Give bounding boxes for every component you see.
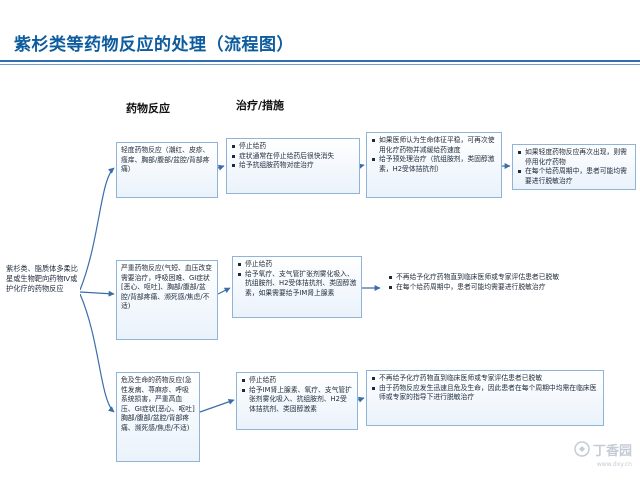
mild-step1-box: 停止给药 症状通常在停止给药后很快消失 给予抗组胺药物对症治疗 [226,138,360,194]
list-item: 不再给予化疗药物直到临床医师或专家评估患者已脱敏 [371,374,599,384]
watermark: 丁香园 www.dxy.cn [574,440,632,468]
dxy-logo-icon [574,441,590,461]
column-header-treatment: 治疗/措施 [236,99,285,112]
life-threatening-reaction-box: 危及生命的药物反应(急性发病、荨麻疹、呼吸系统损害，严重高血压、GI症状[恶心、… [116,372,200,462]
arrow-mild-step1 [217,164,225,171]
column-header-drug-reaction: 药物反应 [126,102,170,115]
list-item: 症状通常在停止给药后很快消失 [231,152,355,162]
list-item: 给予氧疗、支气管扩张剂雾化吸入、抗组胺剂、H2受体拮抗剂、类固醇激素，如果需要给… [237,270,357,299]
title-divider [0,60,640,62]
title-divider-thin [0,64,640,65]
life-threatening-step2-box: 不再给予化疗药物直到临床医师或专家评估患者已脱敏 由于药物反应发生迅速且危及生命… [366,370,604,426]
watermark-url: www.dxy.cn [596,461,632,468]
list-item: 在每个给药周期中，患者可能均需要进行脱敏治疗 [517,167,631,186]
arrow-source-to-life [79,293,115,413]
severe-step2-box: 不再给予化疗药物直到临床医师或专家评估患者已脱敏 在每个给药周期中，患者可能均需… [384,270,612,310]
mild-step3-box: 如果轻度药物反应再次出现，则需停用化疗药物 在每个给药周期中，患者可能均需要进行… [512,144,636,190]
severe-reaction-box: 严重药物反应(气短、血压改变需要治疗，呼吸困难、GI症状[恶心、呕吐]、胸部/腹… [116,260,218,340]
source-condition: 紫杉类、脂质体多柔比星或生物靶向药物Ⅳ或护化疗的药物反应 [6,264,80,320]
arrow-life-step1 [199,398,235,413]
list-item: 如果医师认为生命体征平稳，可再次使用化疗药物并减缓给药速度 [371,136,497,155]
arrow-source-to-severe [79,290,115,297]
list-item: 停止给药 [241,376,353,386]
list-item: 给予IM肾上腺素、氧疗、支气管扩张剂雾化吸入、抗组胺剂、H2受体拮抗剂、类固醇激… [241,386,353,415]
mild-step2-box: 如果医师认为生命体征平稳，可再次使用化疗药物并减缓给药速度 给予预处理治疗（抗组… [366,132,502,198]
list-item: 停止给药 [237,260,357,270]
life-threatening-step1-box: 停止给药 给予IM肾上腺素、氧疗、支气管扩张剂雾化吸入、抗组胺剂、H2受体拮抗剂… [236,372,358,430]
arrow-severe-step1 [217,287,231,295]
list-item: 由于药物反应发生迅速且危及生命，因此患者在每个周期中均需在临床医师或专家的指导下… [371,384,599,403]
severe-reaction-text: 严重药物反应(气短、血压改变需要治疗，呼吸困难、GI症状[恶心、呕吐]、胸部/腹… [121,264,213,311]
arrow-mild-step2 [358,163,365,170]
life-threatening-reaction-text: 危及生命的药物反应(急性发病、荨麻疹、呼吸系统损害，严重高血压、GI症状[恶心、… [121,376,195,432]
severe-step1-box: 停止给药 给予氧疗、支气管扩张剂雾化吸入、抗组胺剂、H2受体拮抗剂、类固醇激素，… [232,256,362,318]
mild-reaction-text: 轻度药物反应（潮红、皮疹、瘙痒、胸部/腹部/盆腔/背部疼痛） [121,146,210,174]
list-item: 停止给药 [231,142,355,152]
mild-reaction-box: 轻度药物反应（潮红、皮疹、瘙痒、胸部/腹部/盆腔/背部疼痛） [116,142,218,198]
list-item: 如果轻度药物反应再次出现，则需停用化疗药物 [517,148,631,167]
slide-title: 紫杉类等药物反应的处理（流程图） [14,35,294,55]
arrow-life-step2 [357,396,365,403]
list-item: 给予预处理治疗（抗组胺剂，类固醇激素，H2受体拮抗剂） [371,155,497,174]
list-item: 给予抗组胺药物对症治疗 [231,161,355,171]
list-item: 在每个给药周期中，患者可能均需要进行脱敏治疗 [388,283,608,293]
watermark-brand: 丁香园 [592,443,632,459]
arrow-source-to-mild [79,167,115,291]
list-item: 不再给予化疗药物直到临床医师或专家评估患者已脱敏 [388,273,608,283]
